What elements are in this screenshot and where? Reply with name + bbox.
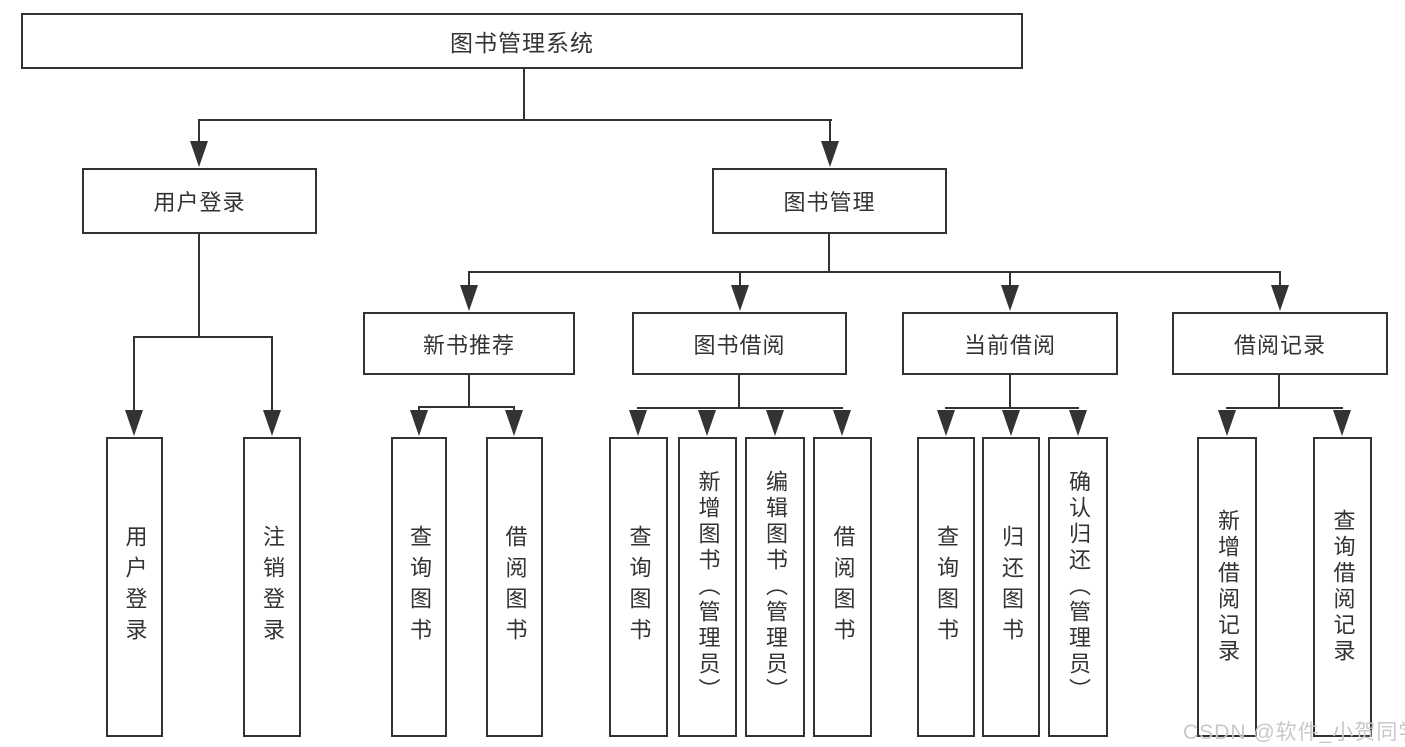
arrow-down-icon <box>821 141 839 167</box>
node-book-management: 图书管理 <box>712 168 947 234</box>
connector-borrow-records-drop <box>1278 375 1280 408</box>
connector-current-borrow-hline <box>945 407 1079 409</box>
leaf-add-borrow-record: 新增借阅记录 <box>1197 437 1257 737</box>
arrow-down-icon <box>263 410 281 436</box>
leaf-query-books-recommend: 查询图书 <box>391 437 447 737</box>
node-book-borrow: 图书借阅 <box>632 312 847 375</box>
connector-borrow-records-hline <box>1226 407 1343 409</box>
arrow-down-icon <box>125 410 143 436</box>
node-user-login: 用户登录 <box>82 168 317 234</box>
connector-stub <box>1279 271 1281 287</box>
node-new-book-recommend: 新书推荐 <box>363 312 575 375</box>
connector-stub <box>271 336 273 412</box>
arrow-down-icon <box>629 410 647 436</box>
arrow-down-icon <box>190 141 208 167</box>
leaf-query-books-current: 查询图书 <box>917 437 975 737</box>
leaf-query-books-borrow: 查询图书 <box>609 437 668 737</box>
arrow-down-icon <box>698 410 716 436</box>
arrow-down-icon <box>1271 285 1289 311</box>
node-current-borrow: 当前借阅 <box>902 312 1118 375</box>
connector-book-borrow-hline <box>637 407 843 409</box>
connector-stub <box>739 271 741 287</box>
connector-current-borrow-drop <box>1009 375 1011 408</box>
arrow-down-icon <box>505 410 523 436</box>
connector-user-login-drop <box>198 234 200 338</box>
arrow-down-icon <box>410 410 428 436</box>
connector-book-mgmt-drop <box>828 234 830 273</box>
csdn-watermark: CSDN @软件_小贺同学 <box>1183 721 1405 744</box>
arrow-down-icon <box>1069 410 1087 436</box>
connector-root-drop <box>523 69 525 121</box>
connector-stub <box>1009 271 1011 287</box>
connector-stub <box>133 336 135 412</box>
leaf-edit-books-admin: 编辑图书（管理员） <box>745 437 805 737</box>
arrow-down-icon <box>1002 410 1020 436</box>
leaf-return-books: 归还图书 <box>982 437 1040 737</box>
leaf-borrow-books-recommend: 借阅图书 <box>486 437 543 737</box>
leaf-query-borrow-record: 查询借阅记录 <box>1313 437 1372 737</box>
arrow-down-icon <box>1001 285 1019 311</box>
connector-new-books-drop <box>468 375 470 408</box>
leaf-logout: 注销登录 <box>243 437 301 737</box>
node-borrow-records: 借阅记录 <box>1172 312 1388 375</box>
connector-user-login-hline <box>133 336 273 338</box>
connector-book-borrow-drop <box>738 375 740 408</box>
arrow-down-icon <box>1333 410 1351 436</box>
connector-level2-hline <box>198 119 832 121</box>
leaf-add-books-admin: 新增图书（管理员） <box>678 437 737 737</box>
connector-level3-hline <box>468 271 1281 273</box>
arrow-down-icon <box>833 410 851 436</box>
arrow-down-icon <box>731 285 749 311</box>
connector-stub <box>198 119 200 143</box>
arrow-down-icon <box>1218 410 1236 436</box>
connector-new-books-hline <box>418 406 515 408</box>
leaf-borrow-books: 借阅图书 <box>813 437 872 737</box>
leaf-confirm-return-admin: 确认归还（管理员） <box>1048 437 1108 737</box>
arrow-down-icon <box>766 410 784 436</box>
connector-stub <box>829 119 831 143</box>
node-library-management-system: 图书管理系统 <box>21 13 1023 69</box>
arrow-down-icon <box>937 410 955 436</box>
leaf-user-login: 用户登录 <box>106 437 163 737</box>
arrow-down-icon <box>460 285 478 311</box>
connector-stub <box>468 271 470 287</box>
